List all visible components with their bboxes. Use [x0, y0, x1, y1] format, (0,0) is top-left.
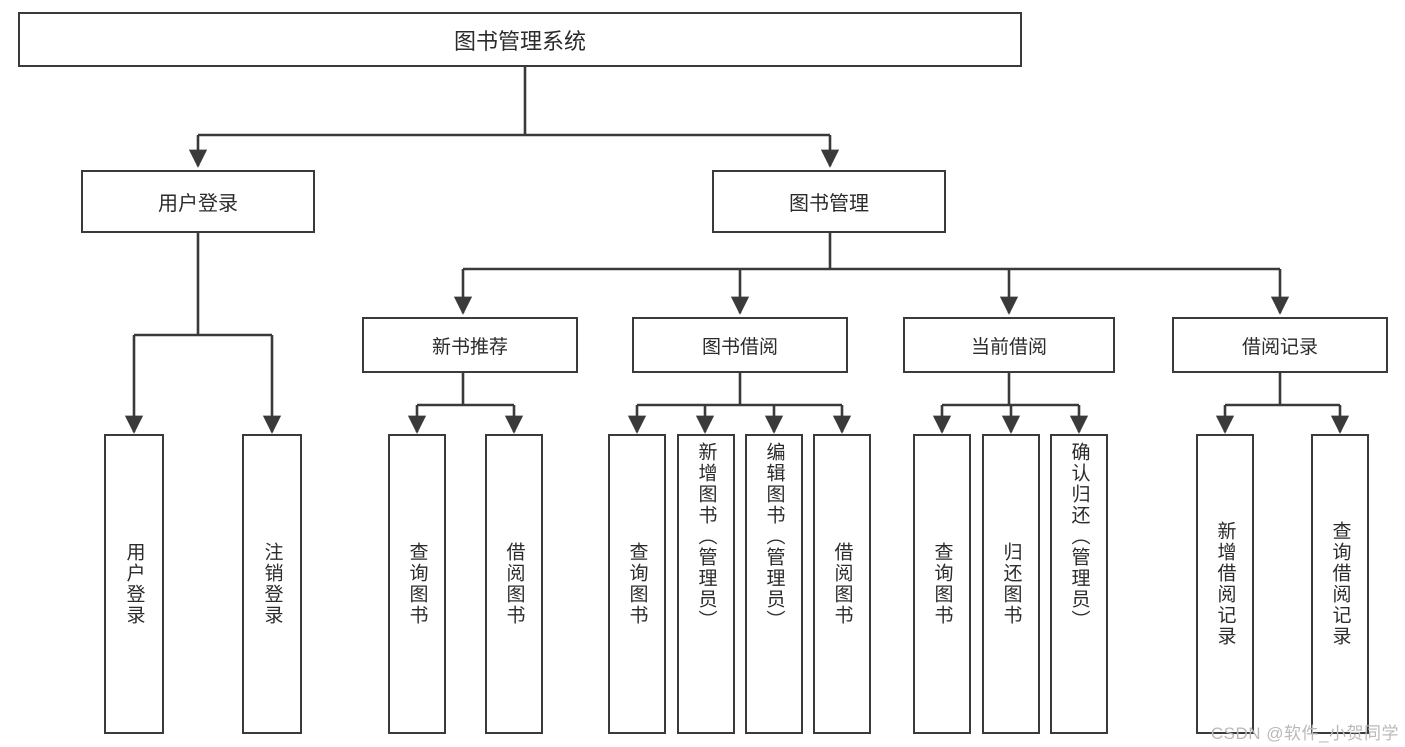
node-book-borrow-label: 图书借阅 — [701, 336, 778, 358]
leaf-add-borrow-record-label: 新增借阅记录 — [1214, 521, 1236, 647]
leaf-add-book-admin[interactable]: 新增图书（管理员） — [677, 434, 735, 734]
leaf-borrow-book[interactable]: 借阅图书 — [813, 434, 871, 734]
leaf-add-borrow-record[interactable]: 新增借阅记录 — [1196, 434, 1254, 734]
leaf-current-query-book[interactable]: 查询图书 — [913, 434, 971, 734]
leaf-query-borrow-record[interactable]: 查询借阅记录 — [1311, 434, 1369, 734]
leaf-edit-book-admin[interactable]: 编辑图书（管理员） — [745, 434, 803, 734]
leaf-add-book-admin-label: 新增图书（管理员） — [695, 442, 717, 631]
leaf-user-logout-label: 注销登录 — [261, 542, 283, 626]
node-new-book-recommend[interactable]: 新书推荐 — [362, 317, 578, 373]
leaf-borrow-book-label: 借阅图书 — [831, 542, 853, 626]
leaf-borrow-query-book[interactable]: 查询图书 — [608, 434, 666, 734]
leaf-return-book-label: 归还图书 — [1000, 542, 1022, 626]
node-user-login-label: 用户登录 — [158, 193, 238, 215]
leaf-borrow-query-book-label: 查询图书 — [626, 542, 648, 626]
leaf-user-login-label: 用户登录 — [123, 542, 145, 626]
leaf-new-book-query[interactable]: 查询图书 — [388, 434, 446, 734]
leaf-new-book-borrow[interactable]: 借阅图书 — [485, 434, 543, 734]
node-current-borrow[interactable]: 当前借阅 — [903, 317, 1115, 373]
leaf-user-logout[interactable]: 注销登录 — [242, 434, 302, 734]
leaf-edit-book-admin-label: 编辑图书（管理员） — [763, 442, 785, 631]
leaf-current-query-book-label: 查询图书 — [931, 542, 953, 626]
leaf-new-book-borrow-label: 借阅图书 — [503, 542, 525, 626]
node-root[interactable]: 图书管理系统 — [18, 12, 1022, 67]
leaf-new-book-query-label: 查询图书 — [406, 542, 428, 626]
leaf-confirm-return-admin[interactable]: 确认归还（管理员） — [1050, 434, 1108, 734]
node-book-management-label: 图书管理 — [789, 193, 869, 215]
leaf-confirm-return-admin-label: 确认归还（管理员） — [1068, 442, 1090, 631]
node-book-management[interactable]: 图书管理 — [712, 170, 946, 233]
watermark: CSDN @软件_小贺同学 — [1210, 724, 1399, 743]
leaf-query-borrow-record-label: 查询借阅记录 — [1329, 521, 1351, 647]
leaf-return-book[interactable]: 归还图书 — [982, 434, 1040, 734]
node-user-login[interactable]: 用户登录 — [81, 170, 315, 233]
node-borrow-records[interactable]: 借阅记录 — [1172, 317, 1388, 373]
node-borrow-records-label: 借阅记录 — [1241, 336, 1318, 358]
leaf-user-login[interactable]: 用户登录 — [104, 434, 164, 734]
node-root-label: 图书管理系统 — [453, 28, 586, 54]
node-current-borrow-label: 当前借阅 — [970, 336, 1047, 358]
node-new-book-recommend-label: 新书推荐 — [431, 336, 508, 358]
node-book-borrow[interactable]: 图书借阅 — [632, 317, 848, 373]
